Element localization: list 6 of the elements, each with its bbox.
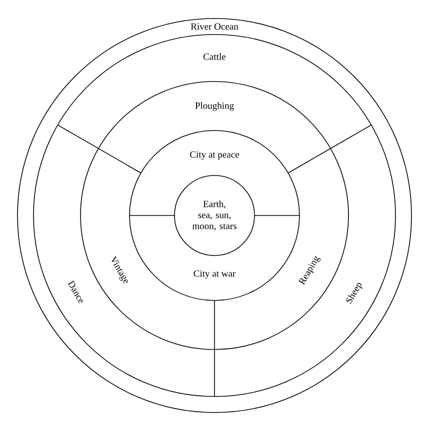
region-label: Ploughing — [195, 102, 234, 111]
region-label: River Ocean — [190, 23, 238, 30]
region-label: City at peace — [190, 151, 239, 160]
region-label: Cattle — [204, 53, 226, 60]
region-label: City at war — [194, 270, 236, 279]
region-label: Earth, sea, sun, moon, stars — [192, 200, 236, 231]
